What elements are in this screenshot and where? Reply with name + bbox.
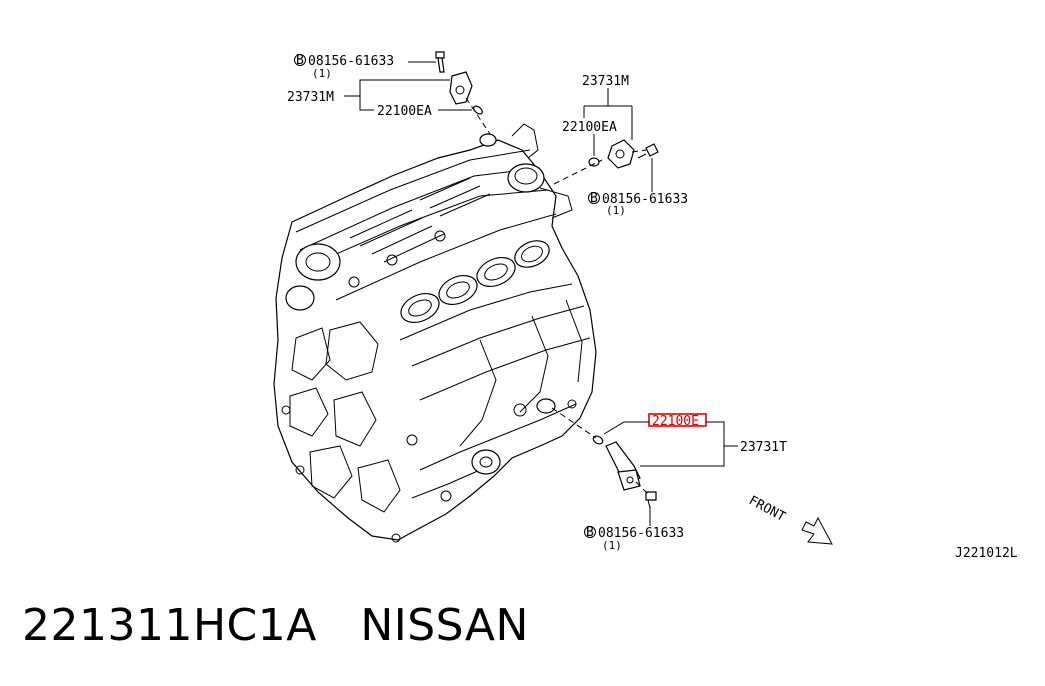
bolt-b-symbol-lower: B	[586, 525, 594, 540]
bolt-b-symbol-icon	[588, 192, 600, 204]
callout-right-sensor: 23731M	[582, 74, 629, 89]
callout-right-bolt: 08156-61633	[602, 192, 688, 207]
bolt-b-symbol-icon	[294, 54, 306, 66]
lower-crankshaft-sensor-group: 22100E 23731T B 08156-61633 (1)	[551, 407, 787, 552]
callout-lower-oring: 22100E	[652, 414, 699, 429]
callout-right-bolt-qty: (1)	[606, 204, 626, 217]
highlight-box	[648, 413, 707, 427]
front-arrow-icon	[801, 516, 833, 545]
callout-top-bolt-qty: (1)	[312, 67, 332, 80]
right-camshaft-sensor-group: 23731M 22100EA B 08156-61633 (1)	[553, 74, 688, 217]
callout-lower-bolt-qty: (1)	[602, 539, 622, 552]
callout-top-bolt: 08156-61633	[308, 54, 394, 69]
figure-code: J221012L	[955, 546, 1018, 561]
bolt-b-symbol-icon	[584, 526, 596, 538]
bolt-b-symbol-top: B	[296, 53, 304, 68]
engine-block-illustration	[273, 123, 597, 543]
callout-lower-bolt: 08156-61633	[598, 526, 684, 541]
bolt-b-symbol-right: B	[590, 191, 598, 206]
callout-lower-sensor: 23731T	[740, 440, 787, 455]
callout-top-oring: 22100EA	[377, 104, 432, 119]
top-camshaft-sensor-group: B 08156-61633 (1) 23731M 22100EA	[287, 51, 491, 135]
front-label: FRONT	[746, 493, 788, 525]
callout-top-sensor: 23731M	[287, 90, 334, 105]
part-caption: 221311HC1A NISSAN	[22, 600, 529, 651]
callout-right-oring: 22100EA	[562, 120, 617, 135]
front-direction-indicator: FRONT	[746, 493, 833, 545]
